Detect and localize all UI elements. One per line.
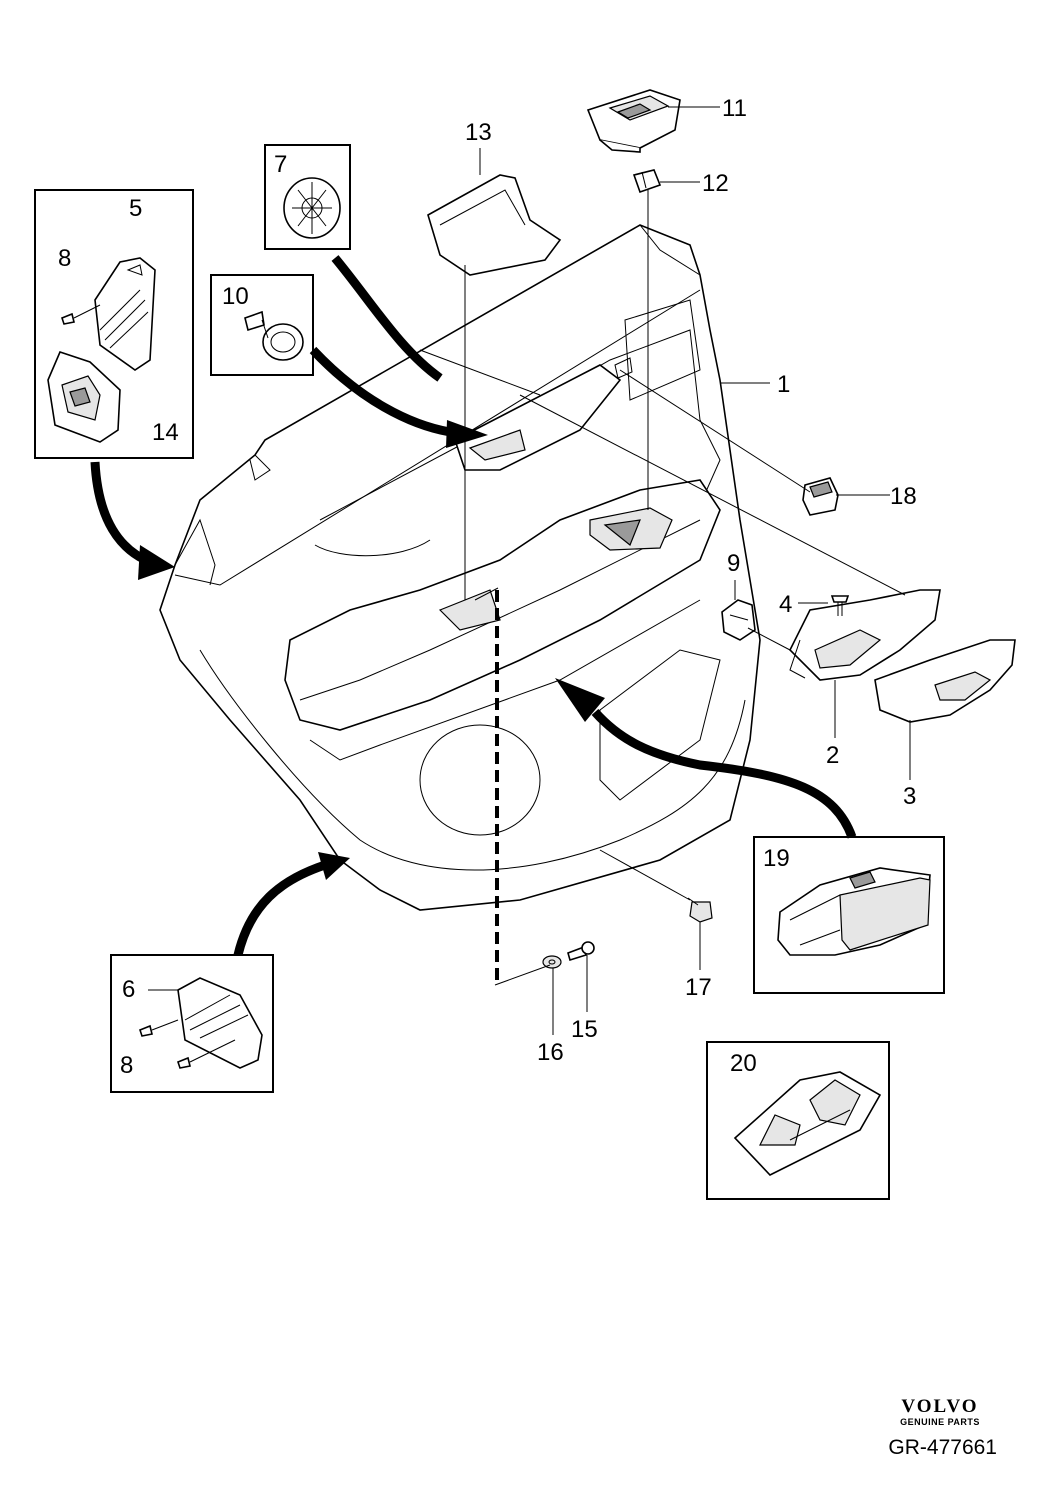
door-handle-2 — [789, 589, 941, 681]
callout-2: 2 — [826, 742, 839, 769]
detail-box-19 — [753, 836, 945, 994]
pin-4 — [830, 595, 850, 616]
detail-box-6-8 — [110, 954, 274, 1093]
callout-10: 10 — [222, 283, 249, 310]
trim-cover-13 — [427, 174, 562, 276]
callout-1: 1 — [777, 371, 790, 398]
clip-12 — [632, 169, 662, 194]
callout-17: 17 — [685, 974, 712, 1001]
genuine-parts-tagline: GENUINE PARTS — [900, 1417, 980, 1427]
callout-5: 5 — [129, 195, 142, 222]
detail-box-5-8-14 — [34, 189, 194, 459]
diagram-reference: GR-477661 — [888, 1436, 997, 1459]
handle-bezel-3 — [874, 639, 1016, 723]
assembly-arrows — [90, 255, 857, 957]
callout-4: 4 — [779, 591, 792, 618]
callout-8-lower: 8 — [120, 1052, 133, 1079]
callout-12: 12 — [702, 170, 729, 197]
switch-18 — [802, 477, 839, 516]
callout-6: 6 — [122, 976, 135, 1003]
window-switch-11 — [586, 89, 681, 153]
detail-box-7 — [264, 144, 351, 250]
callout-9: 9 — [727, 550, 740, 577]
callout-16: 16 — [537, 1039, 564, 1066]
detail-box-20 — [706, 1041, 890, 1200]
callout-11: 11 — [722, 95, 747, 122]
callout-numbers: 1 2 3 4 5 6 7 8 8 9 10 11 12 13 14 15 16… — [58, 95, 917, 1079]
callout-19: 19 — [763, 845, 790, 872]
detail-box-10 — [210, 274, 314, 376]
callout-7: 7 — [274, 151, 287, 178]
leader-lines — [419, 106, 911, 1035]
clip-9 — [721, 599, 756, 641]
door-trim-panel — [159, 224, 761, 911]
callout-14: 14 — [152, 419, 179, 446]
callout-15: 15 — [571, 1016, 598, 1043]
bolt-15 — [567, 941, 595, 962]
callout-20: 20 — [730, 1050, 757, 1077]
volvo-logo: VOLVO — [901, 1396, 979, 1417]
callout-3: 3 — [903, 783, 916, 810]
callout-18: 18 — [890, 483, 917, 510]
washer-16 — [542, 955, 562, 969]
callout-8-upper: 8 — [58, 245, 71, 272]
callout-13: 13 — [465, 119, 492, 146]
screw-17 — [687, 897, 713, 923]
